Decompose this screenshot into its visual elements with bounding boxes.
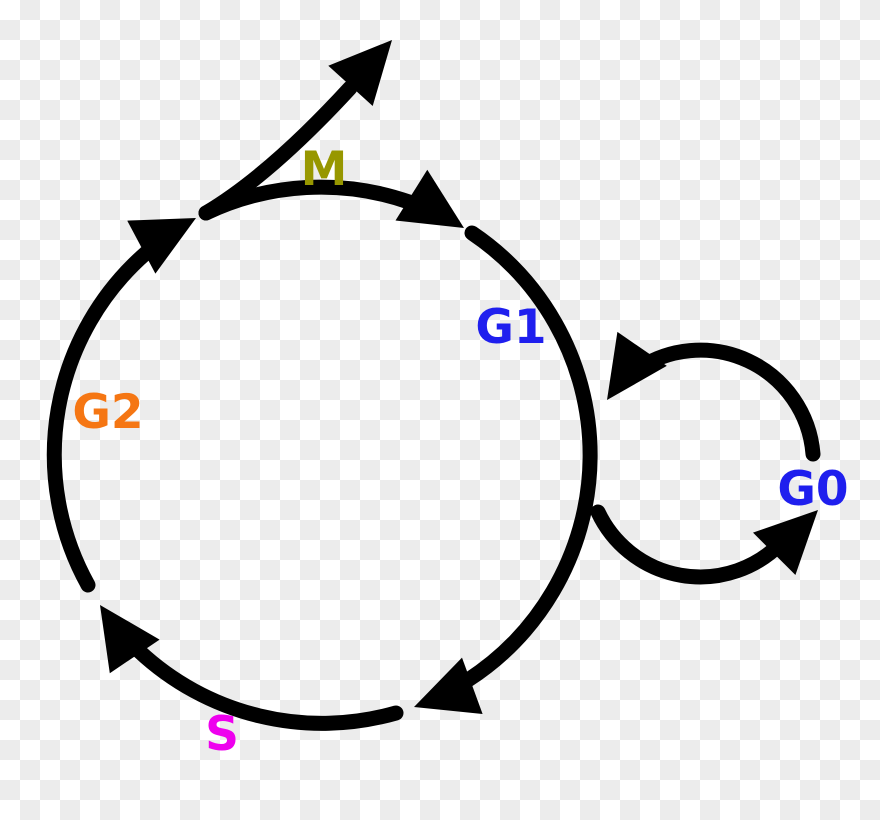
g2-to-m-arrowhead bbox=[127, 218, 196, 274]
cycle-exit-curve bbox=[198, 80, 358, 221]
label-m: M bbox=[301, 142, 348, 197]
g1-entry-arrowhead bbox=[607, 331, 667, 400]
s-phase-arc bbox=[131, 643, 404, 731]
label-g2: G2 bbox=[72, 385, 143, 440]
label-g0: G0 bbox=[777, 462, 848, 517]
s-to-g2-arrowhead bbox=[100, 605, 160, 674]
g1-phase-arc bbox=[460, 225, 598, 688]
g1-to-s-arrowhead bbox=[414, 657, 483, 714]
g2-phase-arc bbox=[46, 245, 154, 593]
cycle-exit-arrowhead bbox=[328, 40, 392, 106]
label-g1: G1 bbox=[475, 300, 546, 355]
g0-entry-arrowhead bbox=[753, 510, 818, 575]
g1-to-g0-arc bbox=[590, 504, 788, 585]
m-to-g1-arrowhead bbox=[395, 169, 464, 228]
label-s: S bbox=[205, 707, 239, 762]
g0-to-g1-arc bbox=[627, 342, 821, 462]
